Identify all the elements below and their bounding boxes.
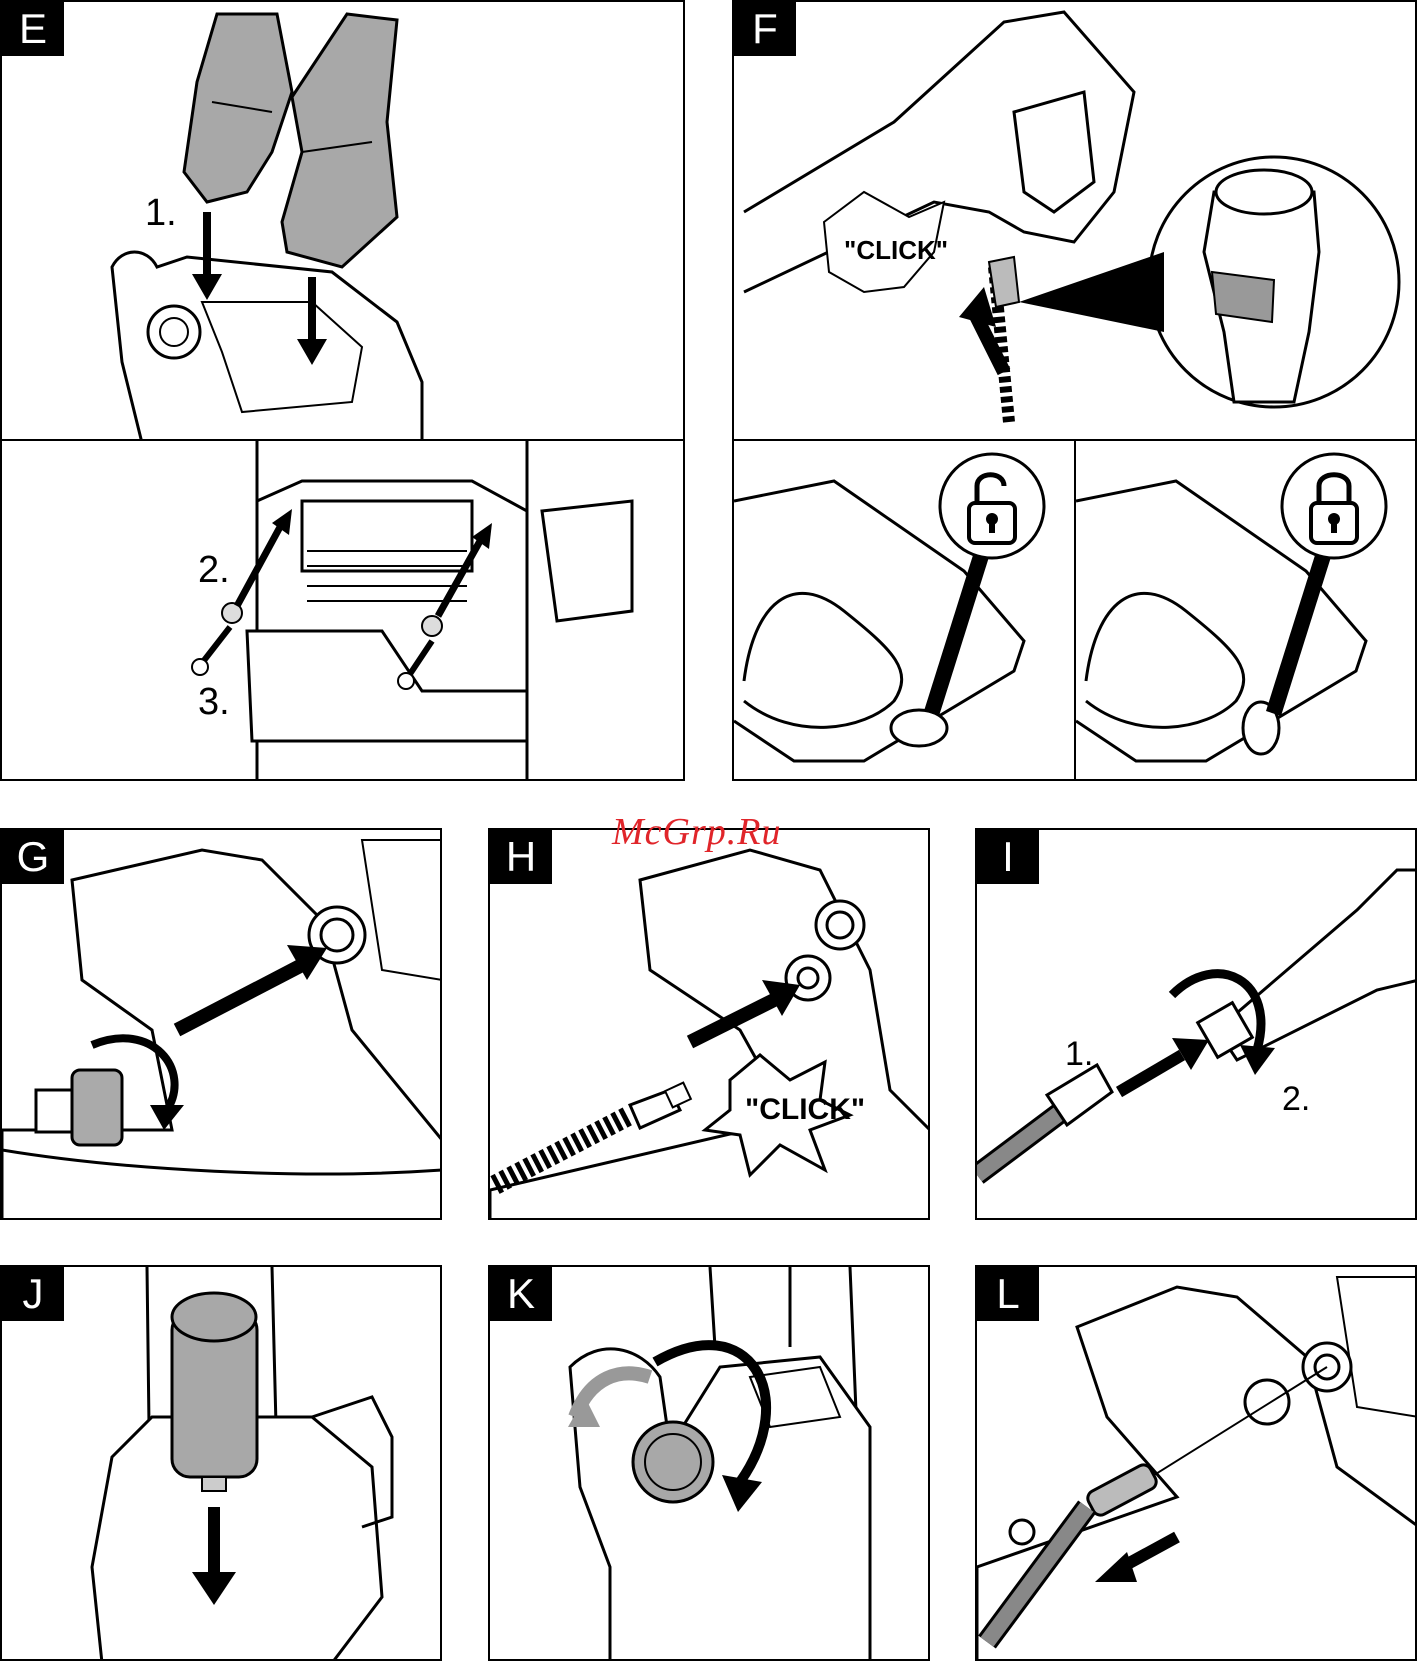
panel-h: H "CLICK" (488, 828, 930, 1220)
gun-connection-illustration (734, 2, 1417, 441)
panel-g: G (0, 828, 442, 1220)
step-label-2: 2. (1282, 1080, 1310, 1119)
step-label-3: 3. (198, 681, 230, 724)
panel-letter-h: H (490, 830, 552, 884)
panel-e-bottom: 2. 3. (0, 439, 685, 781)
screw-mounting-illustration (2, 441, 685, 781)
step-label-1: 1. (145, 192, 177, 235)
panel-f-unlocked (732, 439, 1076, 781)
step-label-1: 1. (1065, 1035, 1093, 1074)
panel-i: I 1. 2. (975, 828, 1417, 1220)
trigger-unlocked-illustration (734, 441, 1076, 781)
click-label: "CLICK" (844, 235, 948, 266)
watermark-text: McGrp.Ru (612, 810, 781, 854)
panel-letter-i: I (977, 830, 1039, 884)
trigger-locked-illustration (1076, 441, 1417, 781)
pressure-knob-illustration (490, 1267, 930, 1661)
lance-attachment-illustration (977, 830, 1417, 1220)
panel-j: J (0, 1265, 442, 1661)
panel-l: L (975, 1265, 1417, 1661)
hose-connection-illustration (490, 830, 930, 1220)
panel-letter-f: F (734, 2, 796, 56)
panel-letter-l: L (977, 1267, 1039, 1321)
handle-assembly-illustration (2, 2, 685, 441)
panel-f-top: F "CLICK" (732, 0, 1417, 441)
panel-e-top: E 1. (0, 0, 685, 441)
inlet-coupling-illustration (2, 830, 442, 1220)
panel-letter-k: K (490, 1267, 552, 1321)
panel-f-locked (1074, 439, 1417, 781)
panel-letter-j: J (2, 1267, 64, 1321)
detergent-bottle-illustration (2, 1267, 442, 1661)
step-label-2: 2. (198, 549, 230, 592)
panel-k: K (488, 1265, 930, 1661)
panel-letter-g: G (2, 830, 64, 884)
filter-removal-illustration (977, 1267, 1417, 1661)
panel-letter-e: E (2, 2, 64, 56)
click-label: "CLICK" (745, 1093, 865, 1127)
